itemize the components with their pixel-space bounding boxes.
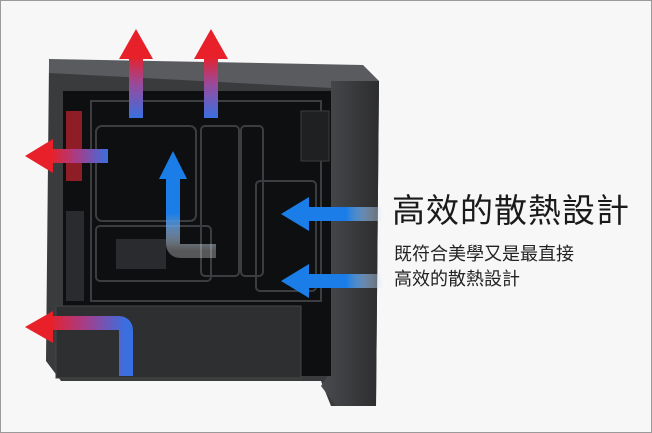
subtext: 既符合美學又是最直接 高效的散熱設計 xyxy=(394,242,574,292)
hot-air-exhaust-top-1 xyxy=(119,29,153,118)
psu-exhaust-arrow xyxy=(25,311,133,376)
rear-fan xyxy=(66,111,82,181)
pci-slots xyxy=(66,211,166,301)
subtext-line-2: 高效的散熱設計 xyxy=(394,269,520,290)
hot-air-exhaust-rear xyxy=(25,139,108,173)
subtext-line-1: 既符合美學又是最直接 xyxy=(394,244,574,265)
front-intake-arrow-2 xyxy=(281,264,386,298)
case-front-panel xyxy=(321,81,379,406)
drive-cage xyxy=(300,110,330,162)
front-intake-arrow-1 xyxy=(281,197,386,231)
headline: 高效的散熱設計 xyxy=(392,191,630,230)
hot-air-exhaust-top-2 xyxy=(194,29,228,118)
internal-airflow-up xyxy=(159,151,216,258)
